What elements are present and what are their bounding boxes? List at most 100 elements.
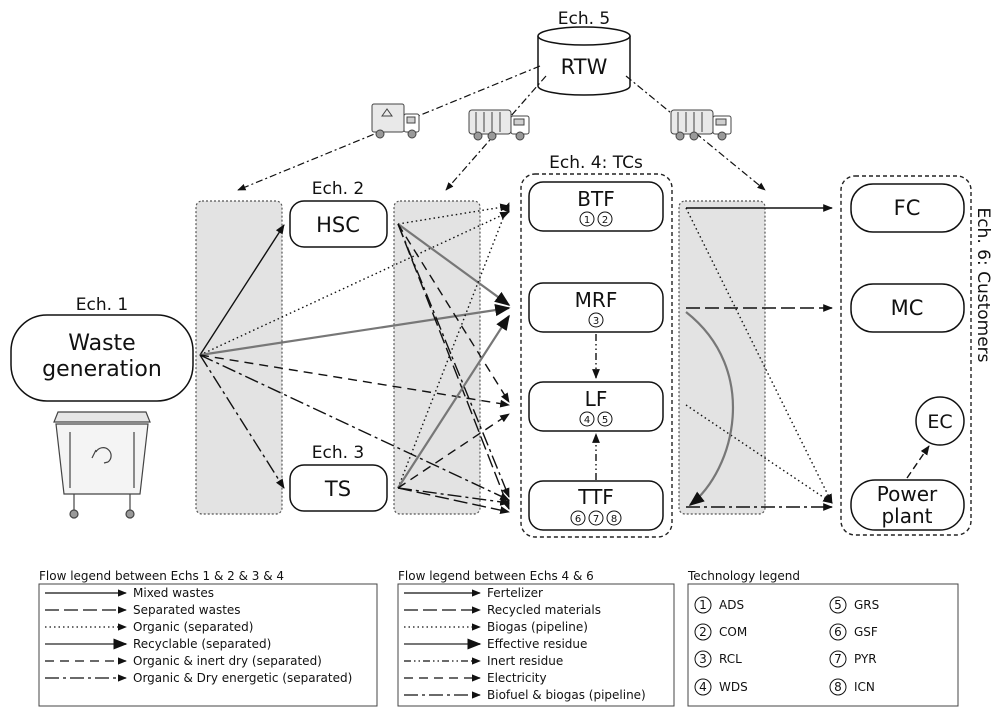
tech-legend-item: 3 RCL [694,650,742,668]
ech6-group [840,175,972,536]
ts-node [289,464,388,512]
svg-text:COM: COM [719,625,747,639]
svg-text:2: 2 [699,625,707,639]
garbage-truck-icon-1 [468,109,530,141]
ech1-label: Ech. 1 [76,295,129,315]
tech-legend-title: Technology legend [687,569,800,583]
ttf-tech-6: 6 [570,510,586,526]
waste-generation-label-2: generation [42,357,162,382]
svg-text:4: 4 [584,415,590,426]
svg-text:6: 6 [575,514,581,525]
tech-legend-item: 2 COM [694,623,747,641]
ttf-node [528,480,664,531]
lf-node [528,381,664,432]
legend-2-item: Effective residue [487,637,587,651]
svg-text:5: 5 [834,598,842,612]
flows-hsc [397,203,511,510]
tech-legend-item: 7 PYR [829,650,877,668]
rtw-node [537,26,631,96]
ts-label: TS [324,477,351,501]
legend-1-item: Organic (separated) [133,620,253,634]
ttf-tech-8: 8 [606,510,622,526]
legend-1-title: Flow legend between Echs 1 & 2 & 3 & 4 [39,569,284,583]
flow-zone-2 [393,200,481,515]
ec-node [915,396,965,446]
svg-text:1: 1 [584,215,590,226]
tech-legend-item: 5 GRS [829,596,879,614]
power-plant-label-2: plant [881,504,932,528]
mrf-node [528,282,664,333]
ech4-label: Ech. 4: TCs [549,153,643,173]
svg-text:3: 3 [593,316,599,327]
svg-text:6: 6 [834,625,842,639]
tech-legend-item: 4 WDS [694,678,748,696]
legend-2-title: Flow legend between Echs 4 & 6 [398,569,594,583]
tech-legend-item: 6 GSF [829,623,878,641]
waste-generation-label-1: Waste [68,331,135,356]
svg-text:4: 4 [699,680,707,694]
legend-1-item: Organic & Dry energetic (separated) [133,671,352,685]
ech6-label: Ech. 6: Customers [973,207,992,362]
mrf-label: MRF [575,288,618,312]
ech5-label: Ech. 5 [558,9,611,29]
svg-text:7: 7 [834,652,842,666]
flows-ech1 [199,211,511,501]
legend-1-item: Organic & inert dry (separated) [133,654,322,668]
ec-label: EC [927,411,952,433]
tech-legend-item: 1 ADS [694,596,744,614]
hsc-node [289,200,388,248]
ttf-tech-7: 7 [588,510,604,526]
mc-node [850,283,965,333]
legend-1-samples [45,589,128,682]
fc-node [850,183,965,233]
ech3-label: Ech. 3 [312,443,365,463]
tech-legend-box [687,583,959,707]
ttf-label: TTF [577,485,614,509]
tech-legend-item: 8 ICN [829,678,875,696]
svg-text:RCL: RCL [719,652,742,666]
hsc-label: HSC [316,213,360,237]
flows-ts [397,202,510,514]
svg-text:PYR: PYR [854,652,877,666]
btf-tech-2: 2 [597,211,613,227]
legend-2-item: Fertelizer [487,586,543,600]
waste-generation-node [10,314,194,402]
btf-node [528,181,664,232]
garbage-truck-icon-2 [670,109,732,141]
svg-text:3: 3 [699,652,707,666]
flow-zone-1 [195,200,283,515]
legend-2-samples [404,589,482,699]
svg-text:ICN: ICN [854,680,875,694]
legend-1-item: Recyclable (separated) [133,637,271,651]
btf-tech-1: 1 [579,211,595,227]
lf-label: LF [585,387,608,411]
svg-text:5: 5 [602,415,608,426]
rtw-label: RTW [561,55,608,79]
mc-label: MC [891,296,924,320]
svg-text:8: 8 [611,514,617,525]
legend-2-item: Recycled materials [487,603,601,617]
recycling-truck-icon [371,103,420,139]
svg-text:GRS: GRS [854,598,879,612]
waste-bin-recycle-icon [53,411,151,519]
legend-2-item: Biogas (pipeline) [487,620,588,634]
lf-tech-5: 5 [597,411,613,427]
svg-text:GSF: GSF [854,625,878,639]
svg-text:8: 8 [834,680,842,694]
legend-2-item: Electricity [487,671,547,685]
power-plant-label-1: Power [877,482,938,506]
power-plant-node [850,479,965,531]
ech4-group [520,173,673,538]
lf-tech-4: 4 [579,411,595,427]
btf-label: BTF [577,187,614,211]
svg-text:WDS: WDS [719,680,748,694]
legend-1-item: Separated wastes [133,603,241,617]
svg-text:ADS: ADS [719,598,744,612]
svg-text:7: 7 [593,514,599,525]
flows-ech6 [685,204,930,511]
legend-2-item: Biofuel & biogas (pipeline) [487,688,646,702]
legend-2-item: Inert residue [487,654,563,668]
svg-text:1: 1 [699,598,707,612]
legend-1-item: Mixed wastes [133,586,214,600]
